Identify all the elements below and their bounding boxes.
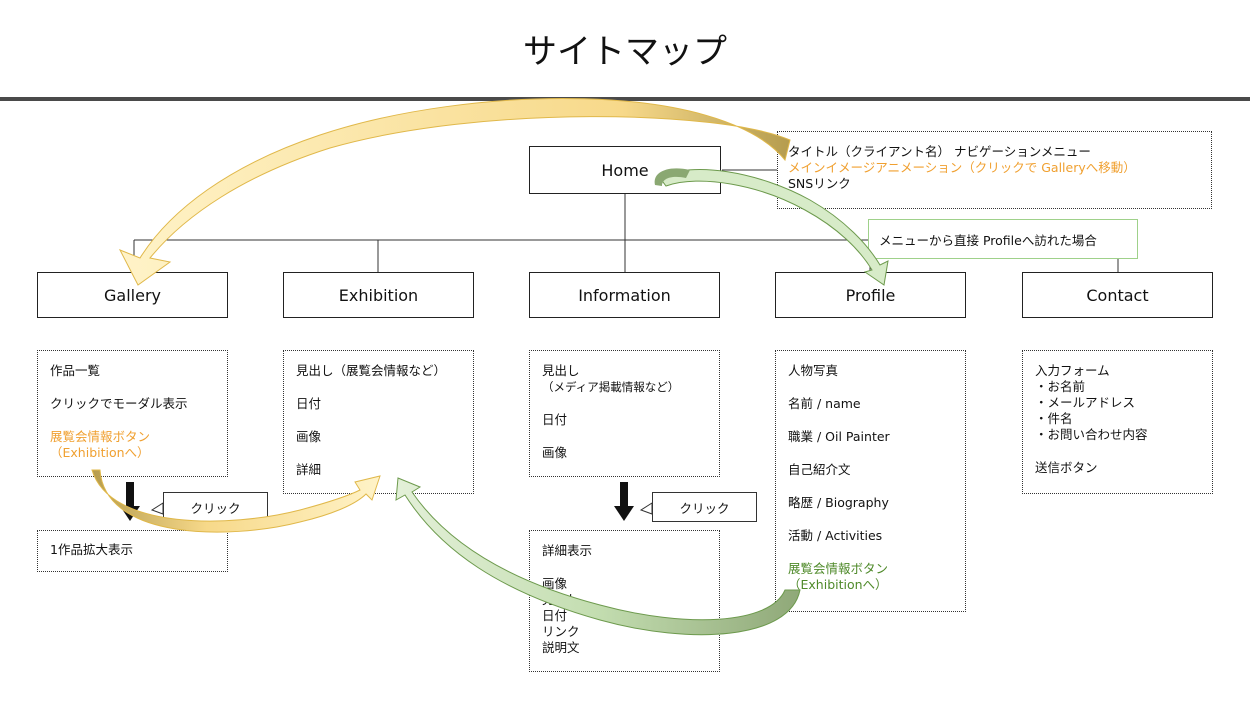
gallery-item-modal: クリックでモーダル表示	[50, 396, 188, 411]
information-detail-title: 詳細表示	[542, 543, 593, 558]
information-detail-item-description: 説明文	[542, 640, 580, 655]
information-detail-item-link: リンク	[542, 624, 580, 639]
contact-item-name: ・お名前	[1035, 379, 1086, 394]
home-panel-line2: メインイメージアニメーション（クリックで Galleryへ移動）	[788, 160, 1136, 175]
information-click-callout: クリック	[652, 492, 757, 522]
information-item-heading-note: （メディア掲載情報など）	[542, 380, 680, 394]
information-label: Information	[578, 285, 671, 305]
home-to-gallery-arrow	[118, 98, 791, 286]
profile-panel: 人物写真 名前 / name 職業 / Oil Painter 自己紹介文 略歴…	[775, 350, 966, 612]
profile-direct-note: メニューから直接 Profileへ訪れた場合	[868, 219, 1138, 259]
contact-item-inquiry: ・お問い合わせ内容	[1035, 427, 1148, 442]
contact-item-email: ・メールアドレス	[1035, 395, 1136, 410]
title-divider	[0, 97, 1250, 101]
exhibition-item-date: 日付	[296, 396, 322, 411]
information-down-arrow	[614, 482, 634, 521]
exhibition-item-heading: 見出し（展覧会情報など）	[296, 363, 447, 378]
gallery-click-label: クリック	[190, 500, 241, 516]
gallery-item-exhibition-note: （Exhibitionへ）	[50, 445, 150, 460]
home-panel-line3: SNSリンク	[788, 176, 851, 191]
gallery-detail-text: 1作品拡大表示	[50, 542, 133, 557]
gallery-to-exhibition-arrow	[91, 469, 381, 533]
profile-item-activities: 活動 / Activities	[788, 528, 883, 543]
profile-note-text: メニューから直接 Profileへ訪れた場合	[879, 232, 1097, 248]
information-item-heading: 見出し	[542, 363, 580, 378]
gallery-panel: 作品一覧 クリックでモーダル表示 展覧会情報ボタン （Exhibitionへ）	[37, 350, 228, 477]
exhibition-panel: 見出し（展覧会情報など） 日付 画像 詳細	[283, 350, 474, 494]
gallery-label: Gallery	[104, 285, 161, 305]
profile-item-intro: 自己紹介文	[788, 462, 851, 477]
profile-item-occupation: 職業 / Oil Painter	[788, 429, 890, 444]
profile-item-name: 名前 / name	[788, 396, 861, 411]
contact-item-form: 入力フォーム	[1035, 363, 1110, 378]
information-detail-item-date: 日付	[542, 608, 568, 623]
exhibition-node: Exhibition	[283, 272, 474, 318]
profile-item-exhibition-button: 展覧会情報ボタン	[788, 561, 889, 576]
profile-item-exhibition-note: （Exhibitionへ）	[788, 577, 888, 592]
exhibition-item-image: 画像	[296, 429, 322, 444]
gallery-item-exhibition-button: 展覧会情報ボタン	[50, 429, 151, 444]
profile-item-photo: 人物写真	[788, 363, 839, 378]
home-label: Home	[601, 160, 649, 180]
home-description-panel: タイトル（クライアント名） ナビゲーションメニュー メインイメージアニメーション…	[777, 131, 1212, 209]
profile-node: Profile	[775, 272, 966, 318]
exhibition-label: Exhibition	[338, 285, 419, 305]
profile-item-biography: 略歴 / Biography	[788, 495, 889, 510]
contact-panel: 入力フォーム ・お名前 ・メールアドレス ・件名 ・お問い合わせ内容 送信ボタン	[1022, 350, 1213, 494]
information-callout-pointer	[639, 502, 653, 515]
home-panel-line1: タイトル（クライアント名） ナビゲーションメニュー	[788, 144, 1091, 159]
information-panel: 見出し （メディア掲載情報など） 日付 画像	[529, 350, 720, 477]
gallery-callout-pointer	[150, 502, 164, 515]
gallery-detail-panel: 1作品拡大表示	[37, 530, 228, 572]
information-click-label: クリック	[679, 500, 730, 516]
exhibition-item-detail: 詳細	[296, 462, 322, 477]
home-to-profile-arrow	[654, 168, 889, 286]
contact-node: Contact	[1022, 272, 1213, 318]
contact-label: Contact	[1086, 285, 1149, 305]
information-item-image: 画像	[542, 445, 568, 460]
information-detail-item-image: 画像	[542, 576, 568, 591]
profile-to-exhibition-arrow	[395, 477, 801, 636]
page-title: サイトマップ	[523, 32, 727, 72]
information-node: Information	[529, 272, 720, 318]
gallery-node: Gallery	[37, 272, 228, 318]
contact-item-submit: 送信ボタン	[1035, 460, 1098, 475]
profile-label: Profile	[845, 285, 896, 305]
contact-item-subject: ・件名	[1035, 411, 1073, 426]
information-item-date: 日付	[542, 412, 568, 427]
gallery-item-list: 作品一覧	[50, 363, 101, 378]
